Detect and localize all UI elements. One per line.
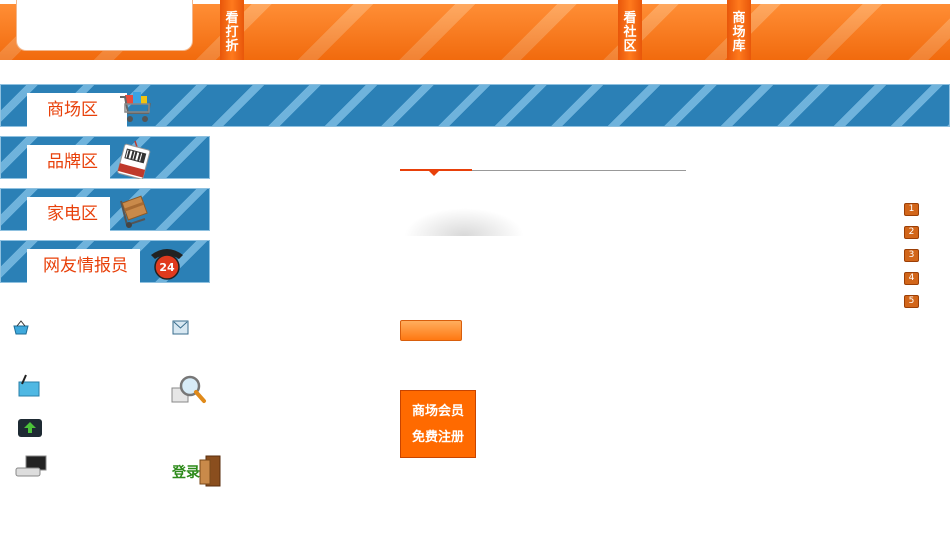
tab-divider-line — [400, 170, 686, 171]
door-icon — [199, 455, 221, 487]
login-label: 登录 — [172, 465, 200, 481]
mail-icon[interactable] — [172, 320, 189, 335]
tab-mall-library-char-1: 商 — [732, 11, 746, 26]
reporter-section-label: 网友情报员 — [27, 249, 140, 283]
tab-community-char-1: 看 — [623, 11, 637, 26]
news-number-3[interactable]: 3 — [904, 249, 919, 262]
news-number-2[interactable]: 2 — [904, 226, 919, 239]
upload-box-icon[interactable] — [16, 414, 44, 440]
news-number-5[interactable]: 5 — [904, 295, 919, 308]
login-button[interactable]: 登录 — [172, 454, 222, 488]
shopping-cart-icon — [120, 92, 151, 122]
shopping-bag-icon[interactable] — [14, 374, 42, 398]
register-line-1: 商场会员 — [411, 404, 464, 419]
orange-action-button[interactable] — [400, 320, 462, 341]
reporter-section-bar[interactable]: 网友情报员 24 — [0, 240, 210, 283]
tab-mall-library-char-2: 场 — [732, 25, 746, 40]
news-number-1[interactable]: 1 — [904, 203, 919, 216]
tab-mall-library-char-3: 库 — [732, 39, 746, 54]
register-line-2: 免费注册 — [411, 430, 464, 445]
hotline-24h-icon: 24 — [151, 249, 183, 280]
appliance-section-bar[interactable]: 家电区 — [0, 188, 210, 231]
tab-community-char-2: 社 — [623, 25, 637, 40]
hand-truck-box-icon — [120, 195, 148, 228]
tab-community[interactable]: 看 社 区 — [618, 0, 642, 60]
tab-discount-char-2: 打 — [225, 25, 239, 40]
active-tab-arrow-icon — [429, 171, 439, 176]
mall-section-bar[interactable]: 商场区 — [0, 84, 950, 127]
basket-icon[interactable] — [12, 320, 30, 336]
search-magnifier-icon[interactable] — [170, 374, 208, 406]
computer-icon[interactable] — [14, 454, 48, 480]
tab-discount-char-1: 看 — [225, 11, 239, 26]
price-tag-icon — [117, 140, 151, 179]
mall-section-label: 商场区 — [27, 93, 127, 127]
logo-area[interactable] — [16, 0, 193, 51]
tab-community-char-3: 区 — [623, 39, 637, 54]
brand-section-label: 品牌区 — [27, 145, 110, 179]
image-placeholder-shadow — [404, 208, 524, 236]
brand-section-bar[interactable]: 品牌区 — [0, 136, 210, 179]
svg-text:24: 24 — [159, 261, 175, 274]
active-tab-underline[interactable] — [400, 169, 472, 171]
news-number-4[interactable]: 4 — [904, 272, 919, 285]
register-button[interactable]: 商场会员 免费注册 — [400, 390, 476, 458]
tab-mall-library[interactable]: 商 场 库 — [727, 0, 751, 60]
appliance-section-label: 家电区 — [27, 197, 110, 231]
tab-discount[interactable]: 看 打 折 — [220, 0, 244, 60]
tab-discount-char-3: 折 — [225, 39, 239, 54]
